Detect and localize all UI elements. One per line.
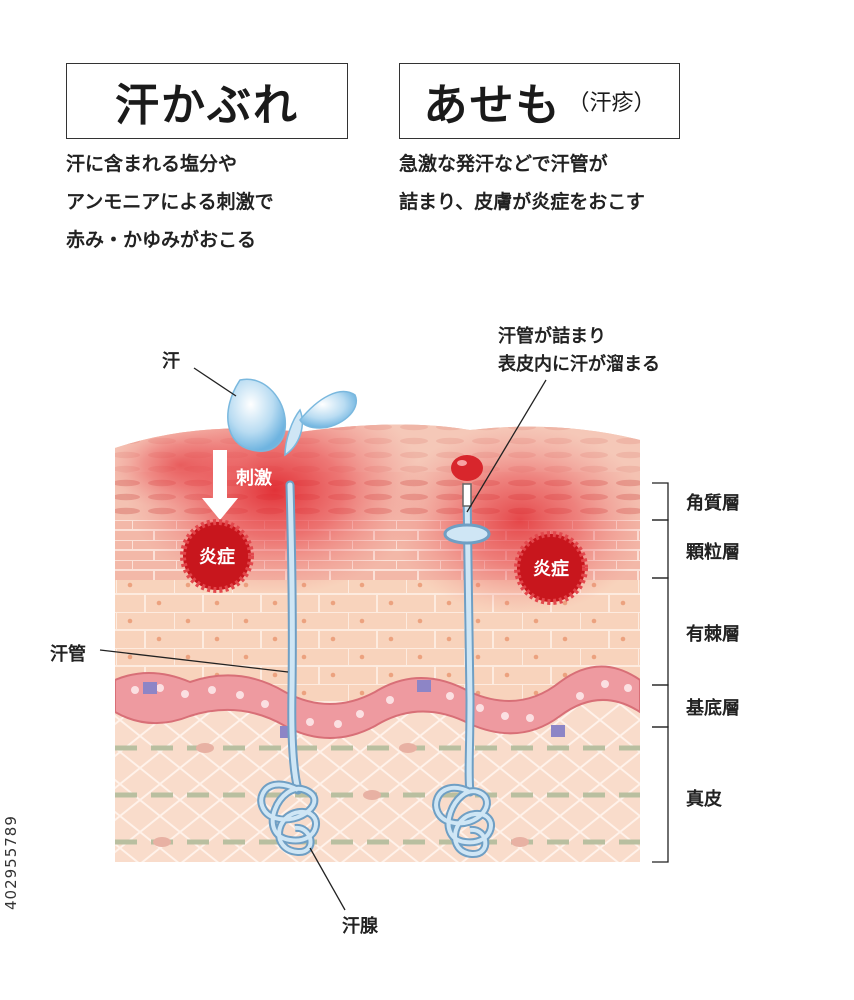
sweat-label: 汗 — [162, 351, 180, 372]
irritation-label: 刺激 — [236, 467, 272, 489]
title-box-left: 汗かぶれ — [66, 63, 348, 139]
layer-label-stratum-spinosum: 有棘層 — [686, 624, 740, 645]
sweat-gland-label: 汗腺 — [342, 916, 378, 937]
right-title: あせも — [423, 80, 562, 131]
left-desc-line: アンモニアによる刺激で — [66, 191, 274, 213]
layer-label-stratum-granulosum: 顆粒層 — [686, 542, 740, 563]
right-desc-line: 詰まり、皮膚が炎症をおこす — [399, 191, 645, 213]
sweat-duct-label: 汗管 — [50, 644, 86, 665]
right-title-sub: （汗疹） — [567, 91, 656, 116]
left-description: 汗に含まれる塩分や アンモニアによる刺激で 赤み・かゆみがおこる — [66, 145, 274, 259]
inflammation-label-left: 炎症 — [199, 546, 235, 568]
title-box-right: あせも （汗疹） — [399, 63, 680, 139]
left-desc-line: 汗に含まれる塩分や — [66, 153, 238, 175]
layer-label-dermis: 真皮 — [686, 789, 722, 810]
inflammation-label-right: 炎症 — [533, 558, 569, 580]
left-desc-line: 赤み・かゆみがおこる — [66, 229, 257, 251]
layer-label-stratum-corneum: 角質層 — [686, 493, 740, 514]
right-description: 急激な発汗などで汗管が 詰まり、皮膚が炎症をおこす — [399, 145, 645, 221]
left-title: 汗かぶれ — [115, 80, 299, 131]
stock-id: 402955789 — [2, 815, 20, 910]
clog-callout-line2: 表皮内に汗が溜まる — [498, 354, 660, 375]
clog-callout-line1: 汗管が詰まり — [498, 326, 606, 347]
layer-label-stratum-basale: 基底層 — [686, 698, 740, 719]
right-desc-line: 急激な発汗などで汗管が — [399, 153, 608, 175]
